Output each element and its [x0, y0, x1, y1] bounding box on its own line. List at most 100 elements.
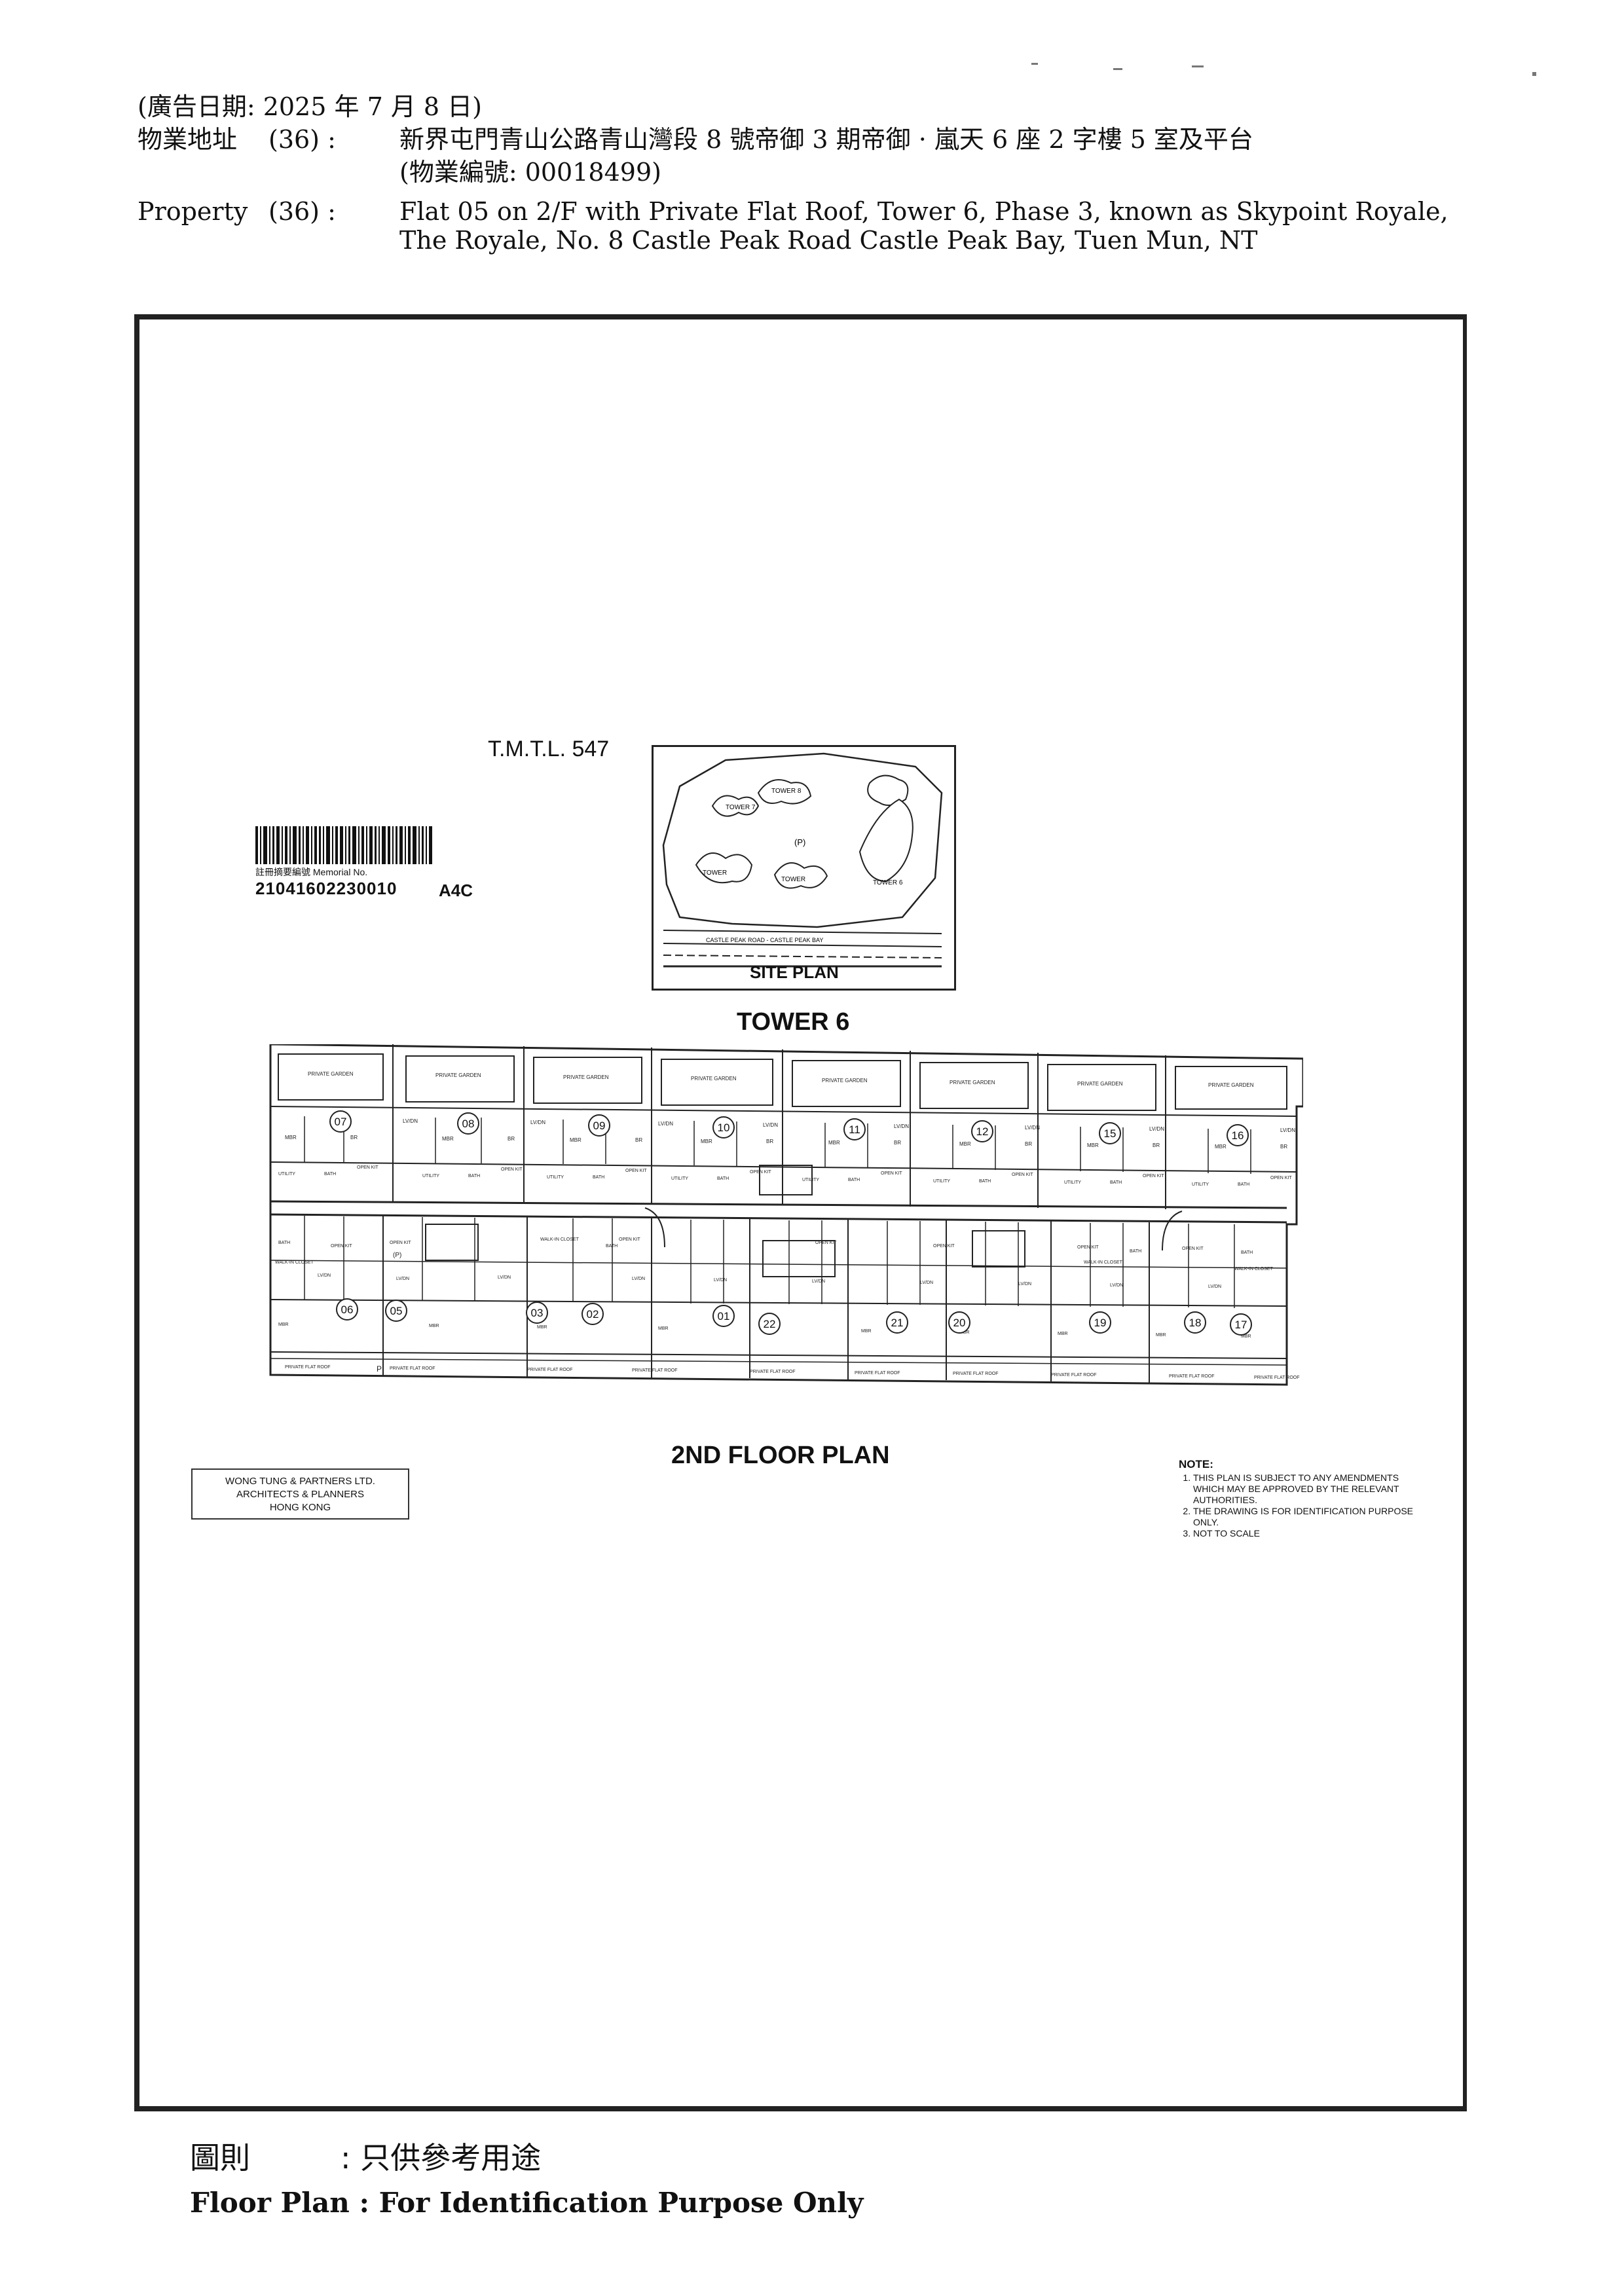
barcode-bar: [366, 826, 367, 864]
property-code: (物業編號: 00018499): [399, 158, 661, 187]
barcode-bar: [255, 826, 258, 864]
property-english-1: Flat 05 on 2/F with Private Flat Roof, T…: [399, 197, 1449, 226]
property-label: Property: [138, 197, 248, 226]
room-label-mbr: MBR: [1241, 1334, 1251, 1339]
flat-number-20: 20: [948, 1311, 970, 1334]
site-plan: TOWER 7 TOWER 8 TOWER TOWER TOWER 6 (P) …: [652, 745, 956, 991]
private-flat-roof-label: PRIVATE FLAT ROOF: [1254, 1376, 1300, 1380]
svg-text:21: 21: [891, 1317, 904, 1329]
scan-speck: [1532, 72, 1536, 76]
room-label-bath: BATH: [1238, 1182, 1249, 1187]
room-label-lvdn: LV/DN: [894, 1123, 909, 1129]
barcode-bar: [260, 826, 261, 864]
svg-text:09: 09: [593, 1120, 606, 1132]
barcode-bar: [352, 826, 356, 864]
flat-number-01: 01: [712, 1305, 735, 1327]
room-label-mbr: MBR: [1156, 1333, 1166, 1338]
room-label-open-kit: OPEN KIT: [1270, 1176, 1292, 1180]
room-label-mbr: MBR: [570, 1137, 581, 1143]
barcode-bar: [293, 826, 297, 864]
room-label-utility: UTILITY: [1192, 1182, 1209, 1187]
floor-plan-title: 2ND FLOOR PLAN: [671, 1442, 890, 1469]
note-item: THE DRAWING IS FOR IDENTIFICATION PURPOS…: [1193, 1506, 1428, 1528]
room-label-utility: UTILITY: [1064, 1180, 1081, 1185]
svg-text:22: 22: [764, 1318, 776, 1330]
site-tower-label: TOWER: [781, 876, 805, 883]
site-tower-label: TOWER 6: [873, 879, 903, 886]
room-label-br: BR: [1025, 1141, 1032, 1147]
note-item: THIS PLAN IS SUBJECT TO ANY AMENDMENTS W…: [1193, 1472, 1428, 1506]
room-label-utility: UTILITY: [671, 1176, 688, 1181]
room-label-br: BR: [1153, 1142, 1160, 1148]
room-label-bath: BATH: [606, 1244, 618, 1248]
room-label-mbr: MBR: [959, 1330, 970, 1335]
room-label-lvdn: LV/DN: [1018, 1282, 1031, 1286]
room-label-lvdn: LV/DN: [714, 1278, 727, 1283]
architect-line: ARCHITECTS & PLANNERS: [236, 1489, 365, 1500]
flat-number-21: 21: [886, 1311, 908, 1334]
barcode-bar: [276, 826, 280, 864]
flat-number-19: 19: [1089, 1311, 1111, 1334]
flat-number-17: 17: [1230, 1313, 1252, 1336]
room-label-bath: BATH: [468, 1174, 480, 1178]
flat-number-08: 08: [457, 1112, 479, 1135]
flat-number-03: 03: [526, 1302, 548, 1324]
room-label-open-kit: OPEN KIT: [625, 1169, 647, 1173]
private-flat-roof-label: PRIVATE FLAT ROOF: [1051, 1373, 1097, 1377]
room-label-bath: BATH: [324, 1172, 336, 1176]
flat-number-10: 10: [712, 1116, 735, 1139]
svg-text:02: 02: [587, 1308, 599, 1321]
flat-number-18: 18: [1184, 1311, 1206, 1334]
ad-date: (廣告日期: 2025 年 7 月 8 日): [138, 92, 482, 121]
barcode-bar: [375, 826, 377, 864]
room-label-mbr: MBR: [429, 1324, 439, 1328]
flat-number-05: 05: [385, 1300, 407, 1322]
room-label-mbr: MBR: [442, 1136, 454, 1142]
footer-chinese-text: : 只供參考用途: [341, 2140, 542, 2176]
svg-text:17: 17: [1235, 1319, 1247, 1331]
private-garden-label: PRIVATE GARDEN: [1208, 1082, 1254, 1088]
barcode-bar: [282, 826, 283, 864]
svg-text:05: 05: [390, 1305, 403, 1317]
private-garden-label: PRIVATE GARDEN: [822, 1078, 868, 1084]
room-label-open-kit: OPEN KIT: [815, 1241, 837, 1245]
svg-text:10: 10: [718, 1121, 730, 1134]
room-label-utility: UTILITY: [933, 1179, 950, 1184]
barcode-bar: [388, 826, 390, 864]
address-chinese: 新界屯門青山公路青山灣段 8 號帝御 3 期帝御 · 嵐天 6 座 2 字樓 5…: [399, 125, 1253, 154]
room-label-mbr: MBR: [828, 1140, 840, 1146]
site-centre-label: (P): [794, 837, 805, 847]
lot-number: T.M.T.L. 547: [488, 737, 610, 761]
barcode-bar: [326, 826, 330, 864]
room-label-mbr: MBR: [537, 1325, 547, 1330]
barcode-bar: [263, 826, 267, 864]
room-label-mbr: MBR: [1087, 1142, 1099, 1148]
private-garden-label: PRIVATE GARDEN: [308, 1071, 354, 1077]
room-label-bath: BATH: [848, 1178, 860, 1182]
notes-title: NOTE:: [1179, 1458, 1213, 1470]
barcode-bar: [314, 826, 317, 864]
svg-text:01: 01: [718, 1310, 730, 1322]
barcode-bar: [413, 826, 416, 864]
scan-speck: [1113, 68, 1122, 70]
barcode-bar: [289, 826, 291, 864]
room-label-bath: BATH: [593, 1175, 604, 1180]
private-flat-roof-label: PRIVATE FLAT ROOF: [855, 1371, 900, 1376]
room-label-br: BR: [350, 1135, 358, 1140]
room-label-lvdn: LV/DN: [763, 1122, 778, 1128]
room-label-lvdn: LV/DN: [498, 1275, 511, 1280]
site-tower-label: TOWER 7: [726, 804, 756, 811]
barcode-bar: [392, 826, 394, 864]
barcode-bar: [272, 826, 274, 864]
room-label-mbr: MBR: [658, 1326, 669, 1331]
barcode-bar: [332, 826, 333, 864]
barcode-bar: [396, 826, 397, 864]
flat-number-16: 16: [1227, 1124, 1249, 1146]
room-label-open-kit: OPEN KIT: [933, 1244, 955, 1248]
room-label-open-kit: OPEN KIT: [1182, 1247, 1204, 1251]
room-label-utility: UTILITY: [278, 1172, 295, 1176]
note-item: NOT TO SCALE: [1193, 1528, 1428, 1539]
room-label-mbr: MBR: [959, 1141, 971, 1147]
svg-text:15: 15: [1104, 1127, 1116, 1140]
room-label-lvdn: LV/DN: [1110, 1283, 1123, 1288]
